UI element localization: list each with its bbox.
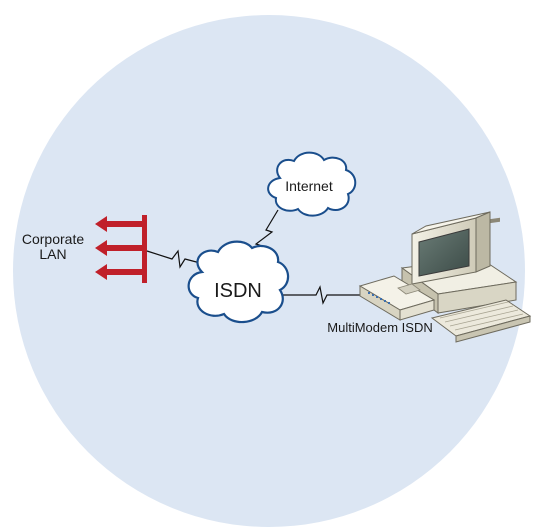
corporate-lan-label-line2: LAN [39,246,66,262]
arrow-left-icon [95,216,143,232]
internet-cloud-icon [267,151,357,217]
lan-bus-bar [142,215,147,283]
corporate-lan-icon [95,215,147,283]
isdn-cloud-icon [187,240,290,324]
monitor-screen [418,228,470,277]
arrow-left-icon [95,264,143,280]
modem-icon [358,275,436,321]
isdn-to-modem-link [280,285,360,305]
desktop-computer-icon [400,211,532,343]
internet-label: Internet [285,178,333,194]
modem-label: MultiModem ISDN [327,320,432,335]
corporate-lan-label-line1: Corporate [22,231,84,247]
isdn-label: ISDN [214,280,262,302]
arrow-left-icon [95,240,143,256]
lan-to-isdn-link [146,249,205,269]
